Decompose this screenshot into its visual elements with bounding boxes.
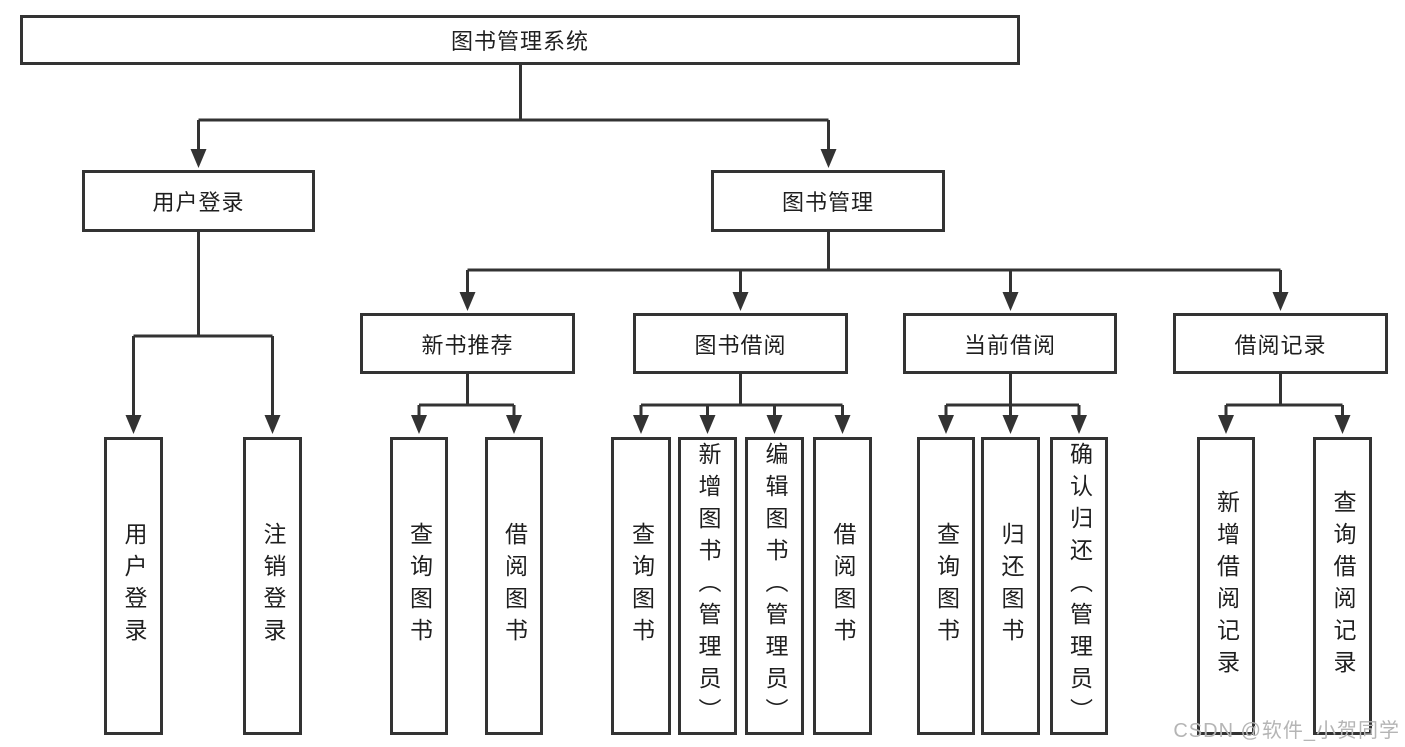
leaf-newbook-query-books-label: 查询图书 xyxy=(406,522,433,650)
leaf-current-confirm-return-admin: 确认归还（管理员） xyxy=(1050,437,1108,735)
leaf-borrow-borrow-books: 借阅图书 xyxy=(813,437,872,735)
leaf-records-query-record-label: 查询借阅记录 xyxy=(1330,490,1356,682)
leaf-newbook-borrow-books-label: 借阅图书 xyxy=(501,522,528,650)
connector-root-to-level2 xyxy=(190,65,837,168)
node-book-management: 图书管理 xyxy=(711,170,945,232)
connector-book-borrow-to-leaves xyxy=(633,373,851,434)
leaf-borrow-query-books-label: 查询图书 xyxy=(628,522,655,650)
leaf-records-add-record: 新增借阅记录 xyxy=(1197,437,1255,735)
node-current-borrow: 当前借阅 xyxy=(903,313,1117,374)
leaf-records-add-record-label: 新增借阅记录 xyxy=(1213,490,1240,682)
node-new-book-recommend: 新书推荐 xyxy=(360,313,575,374)
leaf-borrow-add-books-admin: 新增图书（管理员） xyxy=(678,437,737,735)
node-root-system: 图书管理系统 xyxy=(20,15,1020,65)
leaf-borrow-borrow-books-label: 借阅图书 xyxy=(830,522,856,650)
leaf-borrow-edit-books-admin-label: 编辑图书（管理员） xyxy=(762,442,788,730)
node-user-login: 用户登录 xyxy=(82,170,315,232)
node-borrow-records: 借阅记录 xyxy=(1173,313,1388,374)
connector-book-mgmt-to-level3 xyxy=(459,232,1289,311)
leaf-current-return-books: 归还图书 xyxy=(981,437,1040,735)
connector-borrow-records-to-leaves xyxy=(1218,373,1351,434)
leaf-current-return-books-label: 归还图书 xyxy=(998,522,1024,650)
csdn-watermark: CSDN @软件_小贺同学 xyxy=(1173,720,1400,742)
connector-user-login-to-leaves xyxy=(125,232,281,434)
node-book-borrow: 图书借阅 xyxy=(633,313,848,374)
leaf-newbook-query-books: 查询图书 xyxy=(390,437,448,735)
leaf-current-confirm-return-admin-label: 确认归还（管理员） xyxy=(1066,442,1093,730)
leaf-records-query-record: 查询借阅记录 xyxy=(1313,437,1372,735)
leaf-current-query-books-label: 查询图书 xyxy=(933,522,960,650)
connector-new-book-to-leaves xyxy=(411,373,522,434)
leaf-user-login-label: 用户登录 xyxy=(121,522,147,650)
leaf-user-login: 用户登录 xyxy=(104,437,163,735)
leaf-current-query-books: 查询图书 xyxy=(917,437,975,735)
leaf-newbook-borrow-books: 借阅图书 xyxy=(485,437,543,735)
leaf-logout: 注销登录 xyxy=(243,437,302,735)
leaf-borrow-edit-books-admin: 编辑图书（管理员） xyxy=(745,437,804,735)
leaf-logout-label: 注销登录 xyxy=(260,522,286,650)
leaf-borrow-add-books-admin-label: 新增图书（管理员） xyxy=(695,442,721,730)
connector-current-borrow-to-leaves xyxy=(938,373,1087,434)
leaf-borrow-query-books: 查询图书 xyxy=(611,437,671,735)
